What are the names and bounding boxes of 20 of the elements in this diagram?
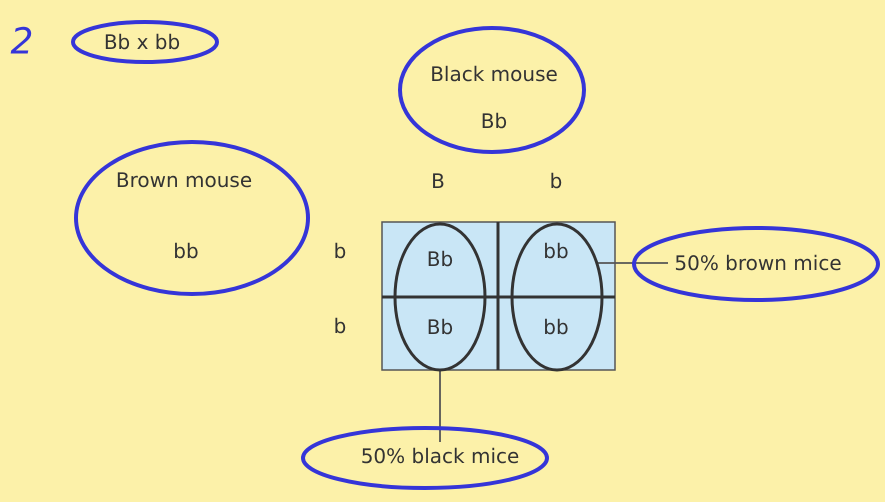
label-text: b <box>550 169 562 193</box>
handwritten-number: 2 <box>10 22 34 62</box>
label-text: Bb <box>426 247 454 271</box>
label-text: bb <box>543 239 569 263</box>
label-text: B <box>431 169 445 193</box>
label-text: Bb <box>426 315 454 339</box>
caption-text: 50% brown mice <box>674 251 842 275</box>
label-text: Black mouse <box>430 62 558 86</box>
label-text: bb <box>173 239 199 263</box>
label-text: b <box>334 314 346 338</box>
leader-line <box>598 262 668 264</box>
ellipse-outline <box>510 222 604 372</box>
label-text: bb <box>543 315 569 339</box>
ellipse-outline <box>393 222 487 372</box>
leader-line <box>439 370 441 442</box>
label-text: Bb <box>480 109 508 133</box>
label-text: b <box>334 239 346 263</box>
caption-text: 50% black mice <box>360 444 520 468</box>
label-text: Brown mouse <box>116 168 252 192</box>
label-text: Bb x bb <box>104 30 180 54</box>
